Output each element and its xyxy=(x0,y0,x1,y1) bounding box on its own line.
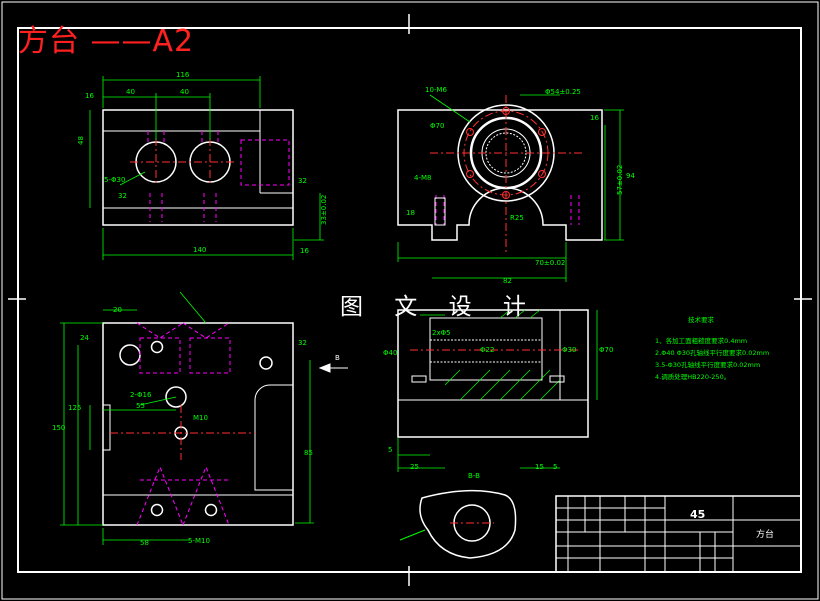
dim-angle: 16 xyxy=(85,92,94,100)
drawing-title: 方台 ——A2 xyxy=(18,24,195,59)
note-2: 2.Φ40 Φ30孔轴线平行度要求0.02mm xyxy=(655,348,769,357)
dim-sec-5b: 5 xyxy=(553,463,557,471)
dim-plan-85: 85 xyxy=(304,449,313,457)
top-view xyxy=(102,109,294,226)
dim-bottom-total: 140 xyxy=(193,246,206,254)
view-bb-label: B-B xyxy=(468,472,480,480)
title-block xyxy=(555,495,802,573)
dim-sec-5: 5 xyxy=(388,446,392,454)
watermark-text: 图 文 设 计 xyxy=(340,294,538,320)
dim-tol-right: 33±0.02 xyxy=(320,195,328,225)
dim-top-b: 40 xyxy=(180,88,189,96)
dim-front-70: 70±0.02 xyxy=(535,259,565,267)
dim-sec-d70: Φ70 xyxy=(599,346,613,354)
dim-sec-d40: Φ40 xyxy=(383,349,397,357)
dim-tol-side: 16 xyxy=(300,247,309,255)
material-label: 45 xyxy=(690,508,705,521)
dim-front-4m8: 4-M8 xyxy=(414,174,431,182)
dim-sec-d22: Φ22 xyxy=(480,346,494,354)
dim-front-r: R25 xyxy=(510,214,524,222)
part-name: 方台 xyxy=(756,528,774,540)
dim-sec-2x: 2xΦ5 xyxy=(432,329,451,337)
dim-plan-24: 24 xyxy=(80,334,89,342)
rough-a: 32 xyxy=(118,192,127,200)
arrow-b-label: B xyxy=(335,354,340,362)
dim-plan-150: 150 xyxy=(52,424,65,432)
dim-left-h: 48 xyxy=(77,136,85,145)
rough-b: 32 xyxy=(298,177,307,185)
dim-front-82: 82 xyxy=(503,277,512,285)
dim-plan-20: 20 xyxy=(113,306,122,314)
bb-view xyxy=(399,489,517,559)
dim-plan-55: 55 xyxy=(136,402,145,410)
dim-plan-m10: M10 xyxy=(193,414,208,422)
dim-sec-d30: Φ30 xyxy=(562,346,576,354)
dim-front-pcd: Φ54±0.25 xyxy=(545,88,581,96)
dim-top-total: 116 xyxy=(176,71,190,79)
dim-top-a: 40 xyxy=(126,88,135,96)
dim-front-bore: Φ70 xyxy=(430,122,444,130)
dim-plan-2m: 2-Φ16 xyxy=(130,391,152,399)
dim-front-tap: 10-M6 xyxy=(425,86,447,94)
dim-holes: 5-Φ30 xyxy=(104,176,125,184)
dim-plan-125: 125 xyxy=(68,404,81,412)
note-1: 1、各加工面粗糙度要求0.4mm xyxy=(655,336,747,345)
dim-plan-32: 32 xyxy=(298,339,307,347)
plan-view xyxy=(102,322,294,526)
dim-plan-58: 58 xyxy=(140,539,149,547)
dim-front-h1: 18 xyxy=(406,209,415,217)
dim-sec-15: 15 xyxy=(535,463,544,471)
note-4: 4.调质处理HB220-250。 xyxy=(655,372,730,381)
section-view xyxy=(397,309,589,438)
dim-front-57: 57±0.02 xyxy=(616,165,624,195)
note-3: 3.5-Φ30孔轴线平行度要求0.02mm xyxy=(655,360,760,369)
notes-heading: 技术要求 xyxy=(688,315,715,324)
dim-plan-5m: 5-M10 xyxy=(188,537,210,545)
dim-sec-25: 25 xyxy=(410,463,419,471)
dim-front-94: 94 xyxy=(626,172,635,180)
front-view xyxy=(397,95,603,255)
dim-front-16: 16 xyxy=(590,114,599,122)
